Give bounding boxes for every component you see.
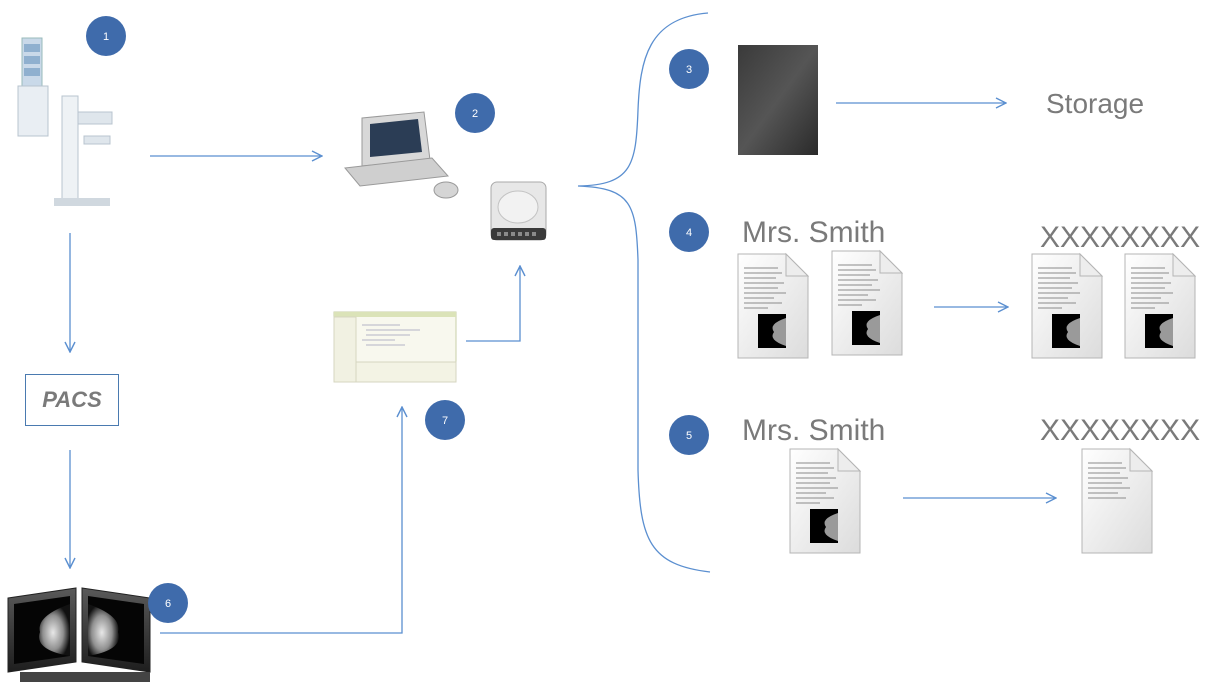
badge-5: 5	[669, 415, 709, 455]
hard-drive-icon	[490, 181, 547, 241]
dicom-file-icon	[737, 250, 903, 359]
badge-4: 4	[669, 212, 709, 252]
svg-text:1: 1	[103, 31, 109, 43]
workstation-computer-icon	[344, 111, 459, 199]
curly-brace	[577, 12, 711, 573]
badge-7: 7	[425, 400, 465, 440]
storage-label: Storage	[1046, 88, 1144, 119]
svg-text:6: 6	[165, 598, 171, 610]
pacs-box: PACS	[25, 374, 119, 426]
svg-text:5: 5	[686, 430, 692, 442]
patient-name-5: Mrs. Smith	[742, 414, 885, 447]
arrow-monitor-to-software	[160, 407, 402, 634]
pacs-label: PACS	[42, 387, 102, 412]
dicom-file-icon-5	[789, 448, 861, 554]
software-window-icon	[333, 311, 457, 383]
mammogram-film-icon	[738, 45, 818, 155]
badge-6: 6	[148, 583, 188, 623]
badge-2: 2	[455, 93, 495, 133]
svg-text:3: 3	[686, 64, 692, 76]
badge-1: 1	[86, 16, 126, 56]
anonymized-dicom-file-icon	[1031, 253, 1196, 359]
dual-monitor-icon	[7, 587, 151, 682]
anonymized-file-icon-5	[1081, 448, 1153, 554]
anon-name-5: XXXXXXXX	[1040, 414, 1200, 447]
svg-text:4: 4	[686, 227, 692, 239]
svg-text:2: 2	[472, 108, 478, 120]
mammography-unit-icon	[17, 37, 113, 206]
anon-name-4: XXXXXXXX	[1040, 221, 1200, 254]
svg-text:7: 7	[442, 415, 448, 427]
patient-name-4: Mrs. Smith	[742, 216, 885, 249]
arrow-software-to-drive	[466, 266, 520, 342]
badge-3: 3	[669, 49, 709, 89]
